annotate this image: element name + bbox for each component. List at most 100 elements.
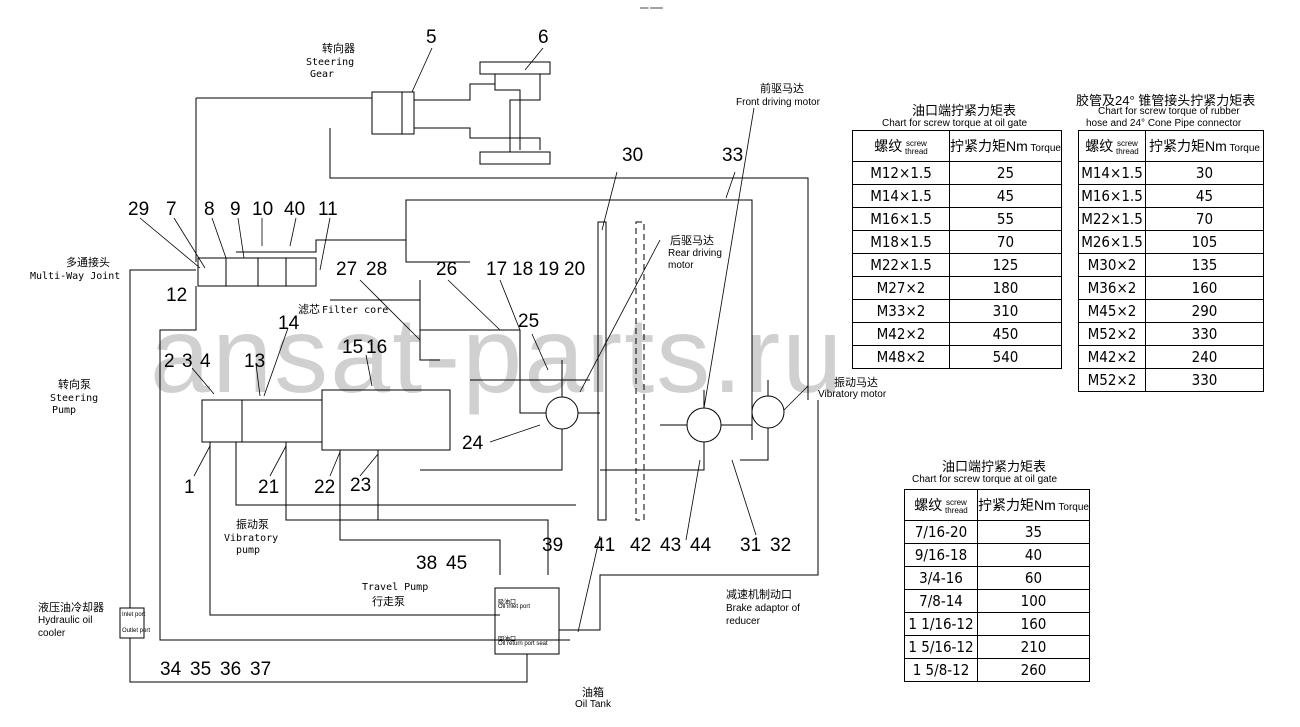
callout-7: 7 (166, 199, 177, 220)
watermark: ansat-parts.ru (150, 294, 845, 415)
rear-motor-label-en2: motor (668, 260, 694, 271)
thread-cell: 1 5/16-12 (904, 635, 978, 659)
callout-1: 1 (184, 477, 195, 498)
torque-cell: 70 (1145, 207, 1264, 231)
hydraulic-oil-cooler (119, 607, 145, 639)
callout-41: 41 (594, 535, 616, 556)
rear-motor-label-en1: Rear driving (668, 248, 722, 259)
thread-cell: M22×1.5 (852, 253, 950, 277)
tank-port-inlet-en: Oil inlet port (498, 604, 531, 610)
torque-cell: 450 (949, 322, 1062, 346)
torque-cell: 290 (1145, 299, 1264, 323)
callout-5: 5 (426, 27, 437, 48)
callout-45: 45 (446, 553, 468, 574)
torque-cell: 180 (949, 276, 1062, 300)
thread-cell: M48×2 (852, 345, 950, 369)
callout-16: 16 (366, 337, 388, 358)
torque-cell: 160 (1145, 276, 1264, 300)
torque-cell: 330 (1145, 368, 1264, 392)
table3-title-cn: 油口端拧紧力矩表 (942, 459, 1047, 474)
tank-label-en: Oil Tank (575, 699, 611, 710)
torque-cell: 45 (1145, 184, 1264, 208)
table2-header-torque: 拧紧力矩Nm Torque (1145, 130, 1264, 162)
callout-27: 27 (336, 259, 358, 280)
callout-44: 44 (690, 535, 712, 556)
vibratory-pump-label-en1: Vibratory (224, 533, 279, 544)
callout-42: 42 (630, 535, 652, 556)
cooler-label-en2: cooler (38, 628, 66, 639)
callout-31: 31 (740, 535, 762, 556)
thread-cell: M14×1.5 (852, 184, 950, 208)
thread-cell: M36×2 (1078, 276, 1146, 300)
rear-motor-label-cn: 后驱马达 (670, 235, 714, 247)
torque-cell: 240 (1145, 345, 1264, 369)
callout-12: 12 (166, 285, 188, 306)
thread-cell: 7/8-14 (904, 589, 978, 613)
torque-cell: 25 (949, 161, 1062, 185)
thread-cell: M52×2 (1078, 368, 1146, 392)
callout-19: 19 (538, 259, 560, 280)
vibratory-pump-label-en2: pump (236, 545, 261, 556)
callout-6: 6 (538, 27, 549, 48)
tank-label-cn: 油箱 (582, 687, 604, 699)
table1-title-cn: 油口端拧紧力矩表 (912, 103, 1017, 118)
thread-cell: M18×1.5 (852, 230, 950, 254)
filter-label-cn: 滤芯 (298, 304, 320, 316)
torque-cell: 260 (977, 658, 1090, 682)
table1-header-torque: 拧紧力矩Nm Torque (949, 130, 1062, 162)
torque-cell: 60 (977, 566, 1090, 590)
callout-15: 15 (342, 337, 364, 358)
thread-cell: 9/16-18 (904, 543, 978, 567)
cooler-port-outlet: Outlet port (122, 628, 151, 634)
torque-cell: 30 (1145, 161, 1264, 185)
steering-gear-label-en1: Steering (306, 57, 355, 68)
thread-cell: M16×1.5 (852, 207, 950, 231)
callout-33: 33 (722, 145, 744, 166)
cooler-port-inlet: Inlet port (122, 612, 146, 618)
tank-port-inlet-cn: 吸油口 (498, 600, 517, 606)
thread-cell: 1 1/16-12 (904, 612, 978, 636)
vibratory-motor-label-cn: 振动马达 (834, 377, 878, 389)
callout-11: 11 (318, 199, 338, 220)
callout-17: 17 (486, 259, 508, 280)
torque-cell: 135 (1145, 253, 1264, 277)
torque-cell: 310 (949, 299, 1062, 323)
thread-cell: M26×1.5 (1078, 230, 1146, 254)
table1-title-en: Chart for screw torque at oil gate (882, 118, 1028, 129)
torque-cell: 330 (1145, 322, 1264, 346)
thread-cell: M27×2 (852, 276, 950, 300)
thread-cell: M12×1.5 (852, 161, 950, 185)
callout-35: 35 (190, 659, 212, 680)
thread-cell: M42×2 (1078, 345, 1146, 369)
multi-way-label-cn: 多通接头 (66, 257, 110, 269)
steering-pump-label-cn: 转向泵 (58, 379, 91, 391)
steering-pump-label-en2: Pump (52, 405, 77, 416)
vibratory-motor-label-en: Vibratory motor (818, 389, 887, 400)
table3-header-torque: 拧紧力矩Nm Torque (977, 489, 1090, 521)
torque-cell: 35 (977, 520, 1090, 544)
callout-9: 9 (230, 199, 241, 220)
cooler-label-cn: 液压油冷却器 (38, 602, 104, 614)
